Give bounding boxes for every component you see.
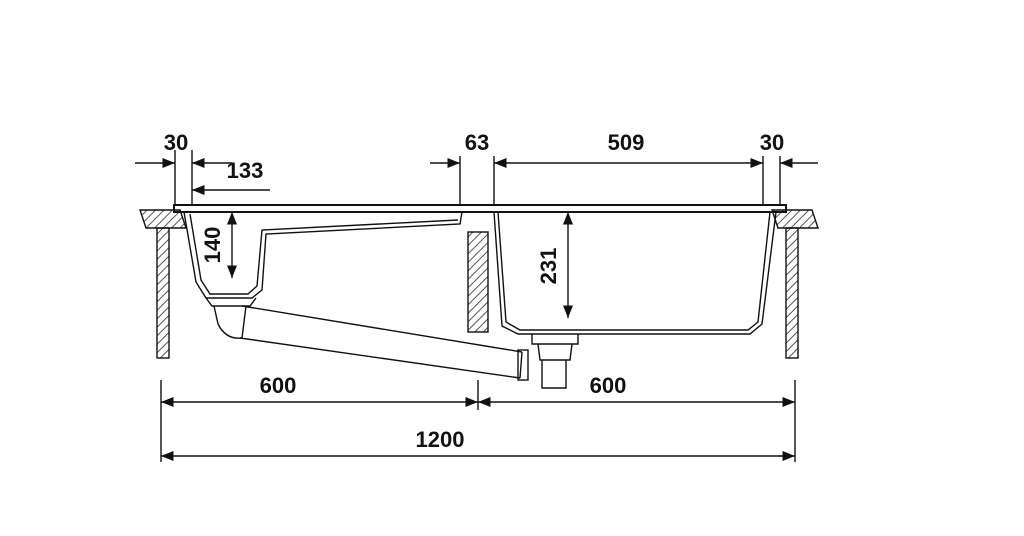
- pipe-connector: [517, 349, 529, 381]
- cabinet-wall-left: [156, 227, 170, 359]
- label-cabinet-total: 1200: [416, 427, 465, 452]
- label-center-divider: 63: [465, 130, 489, 155]
- right-drain: [531, 334, 579, 389]
- label-cabinet-left: 600: [260, 373, 297, 398]
- left-bowl-outline: [183, 211, 463, 299]
- left-bowl-inner: [189, 213, 459, 295]
- right-bowl-outline: [493, 211, 777, 335]
- left-drain: [205, 297, 257, 339]
- label-rim-right: 30: [760, 130, 784, 155]
- waste-pipe: [239, 305, 523, 379]
- countertop-left: [139, 209, 187, 229]
- label-left-bowl-depth: 140: [200, 227, 225, 264]
- label-rim-left: 30: [164, 130, 188, 155]
- top-dimension-lines: [135, 157, 818, 196]
- label-right-bowl-depth: 231: [536, 248, 561, 285]
- right-bowl-inner: [497, 211, 771, 331]
- cabinet-wall-right: [785, 227, 799, 359]
- label-cabinet-right: 600: [590, 373, 627, 398]
- countertop-right: [771, 209, 819, 229]
- label-right-bowl-width: 509: [608, 130, 645, 155]
- label-bowl-left-offset: 133: [227, 158, 264, 183]
- cabinet-wall-center: [467, 231, 489, 333]
- sink-rim: [173, 204, 787, 213]
